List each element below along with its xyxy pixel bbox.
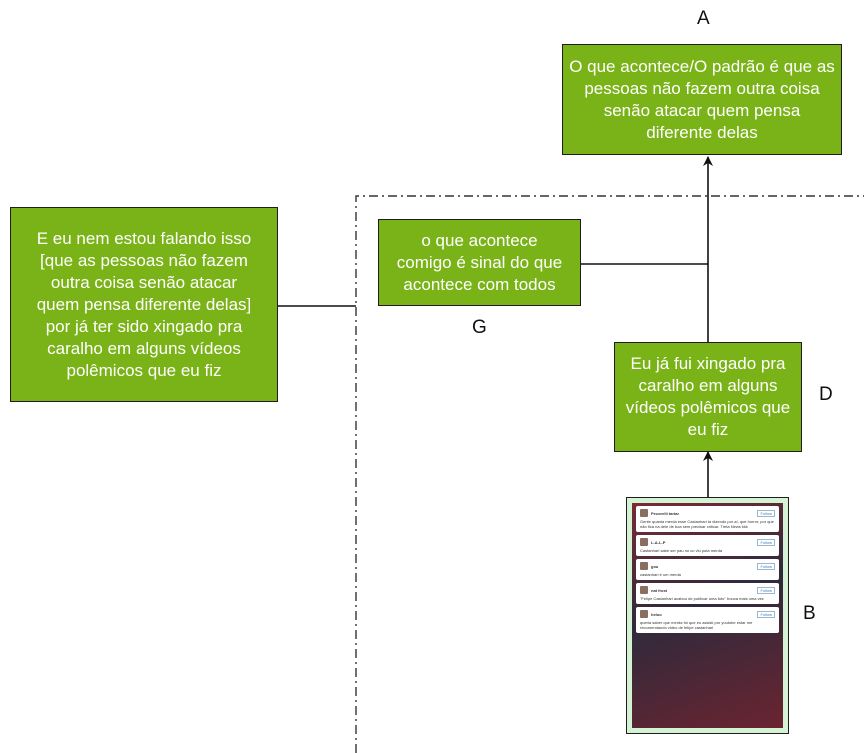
tweet-card: nat frost Follow "Felipe Castanhari acabo… — [636, 583, 779, 604]
tweet-text: castanhari é um merda — [640, 572, 681, 577]
node-a-text: O que acontece/O padrão é que as pessoas… — [569, 56, 835, 142]
tweet-card: gou Follow castanhari é um merda — [636, 559, 779, 580]
node-g: o que acontece comigo é sinal do que aco… — [378, 219, 581, 306]
node-a: O que acontece/O padrão é que as pessoas… — [562, 44, 842, 155]
node-e: E eu nem estou falando isso [que as pess… — [10, 207, 278, 402]
tweet-author: nat frost — [651, 587, 667, 593]
label-a: A — [697, 8, 710, 29]
label-b: B — [803, 603, 816, 624]
tweet-text: Gente quanta merda esse Castanhari ta di… — [640, 519, 774, 529]
tweet-author: L-A-L-P — [651, 539, 666, 545]
avatar — [640, 562, 648, 570]
node-d-text: Eu já fui xingado pra caralho em alguns … — [625, 354, 791, 439]
avatar — [640, 610, 648, 618]
tweet-author: Pecorelli tartar — [651, 510, 680, 516]
avatar — [640, 509, 648, 517]
boundary-line — [355, 195, 864, 753]
follow-button: Follow — [757, 610, 775, 618]
follow-button: Follow — [757, 538, 775, 546]
label-g: G — [472, 317, 487, 338]
node-e-text: E eu nem estou falando isso [que as pess… — [36, 228, 252, 380]
tweet-text: queria saber que merda foi que eu assist… — [640, 620, 753, 630]
tweet-card: L-A-L-P Follow Castanhari sabe ser pau no… — [636, 535, 779, 556]
follow-button: Follow — [757, 562, 775, 570]
tweet-card: Pecorelli tartar Follow Gente quanta merd… — [636, 506, 779, 532]
avatar — [640, 586, 648, 594]
tweet-card: heloo Follow queria saber que merda foi q… — [636, 607, 779, 633]
tweet-text: "Felipe Castanhari acabou de publicar um… — [640, 596, 764, 601]
node-d: Eu já fui xingado pra caralho em alguns … — [614, 342, 802, 452]
label-d: D — [819, 384, 833, 405]
tweet-author: gou — [651, 563, 659, 569]
tweet-author: heloo — [651, 611, 662, 617]
follow-button: Follow — [757, 509, 775, 517]
avatar — [640, 538, 648, 546]
tweet-text: Castanhari sabe ser pau no cu viu puta m… — [640, 548, 723, 553]
node-g-text: o que acontece comigo é sinal do que aco… — [396, 230, 563, 294]
follow-button: Follow — [757, 586, 775, 594]
